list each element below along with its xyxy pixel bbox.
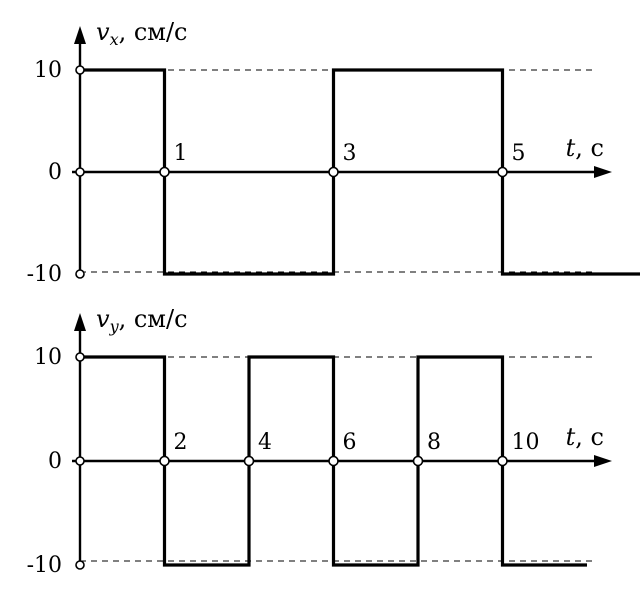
zero-crossing-point: [159, 455, 170, 467]
y-tick-label: -10: [27, 262, 62, 287]
x-tick-label: 1: [174, 141, 188, 166]
x-tick-label: 8: [427, 430, 441, 455]
y-tick-label: 10: [34, 58, 62, 83]
x-tick-label: 3: [343, 141, 357, 166]
y-tick-label: -10: [27, 553, 62, 578]
y-tick-label: 0: [48, 449, 62, 474]
x-tick-label: 6: [343, 430, 357, 455]
x-axis-arrow: [594, 166, 612, 178]
zero-crossing-point: [328, 455, 339, 467]
zero-crossing-point: [497, 166, 508, 178]
zero-crossing-point: [412, 455, 424, 467]
y-tick-label: 0: [48, 160, 62, 185]
y-tick-marker: [75, 65, 85, 75]
y-axis-label: vx, см/с: [96, 18, 188, 49]
chart-panel-2: 10 0 -10 2 4 6 8 10 vy, см/с t, с: [27, 305, 612, 578]
y-tick-marker: [75, 560, 85, 570]
zero-crossing-point: [497, 455, 508, 467]
chart-panel-1: 100-1013579vx, см/сt, с: [27, 18, 640, 287]
zero-crossing-point: [159, 166, 170, 178]
y-axis-arrow: [74, 313, 86, 331]
y-tick-marker: [75, 456, 85, 466]
y-tick-marker: [75, 352, 85, 362]
zero-crossing-point: [243, 455, 255, 467]
y-tick-marker: [75, 269, 85, 279]
series-line: [80, 68, 640, 276]
zero-crossing-point: [328, 166, 339, 178]
y-tick-label: 10: [34, 345, 62, 370]
x-tick-label: 5: [512, 141, 526, 166]
x-axis-label: t, с: [566, 423, 604, 451]
x-tick-label: 4: [258, 430, 272, 455]
x-tick-label: 2: [174, 430, 188, 455]
x-axis-label: t, с: [566, 134, 604, 162]
y-tick-marker: [75, 167, 85, 177]
x-tick-label: 10: [512, 430, 540, 455]
x-axis-arrow: [594, 455, 612, 467]
y-axis-arrow: [74, 26, 86, 44]
y-axis-label: vy, см/с: [96, 305, 188, 336]
